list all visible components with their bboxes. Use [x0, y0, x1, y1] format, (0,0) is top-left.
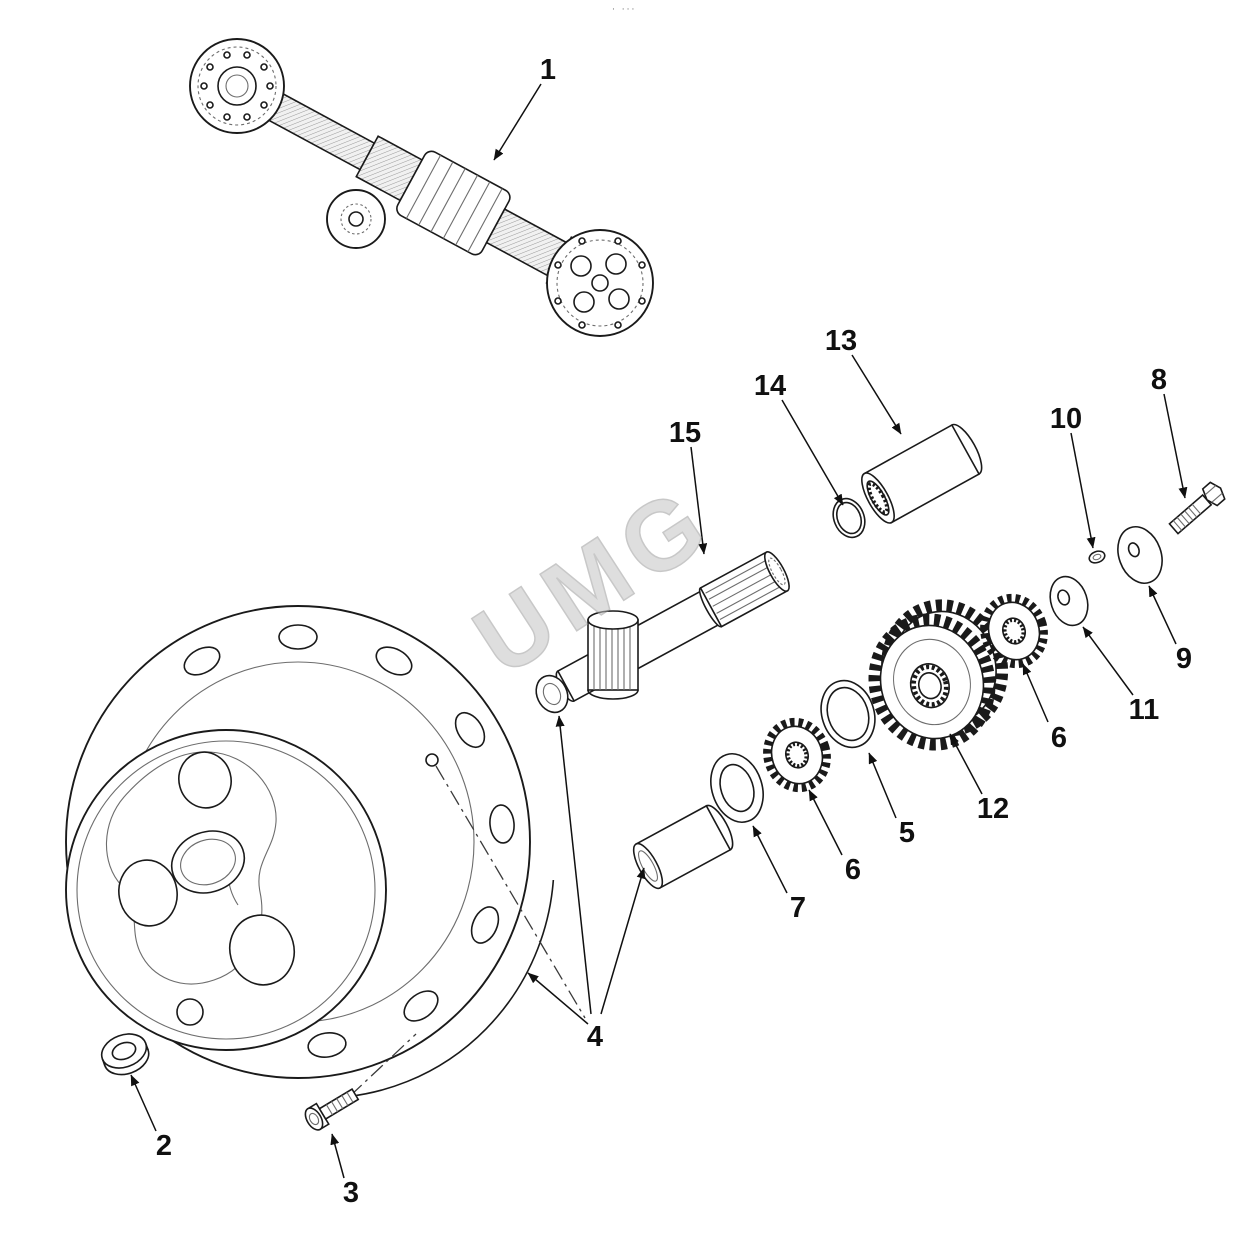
- part-screw: [304, 1088, 360, 1131]
- part-bushing: [861, 423, 983, 524]
- part-shaft-end-cap: [535, 674, 569, 714]
- part-washer-9: [1117, 526, 1163, 584]
- hub-plug-hole: [425, 753, 439, 767]
- part-nut: [1088, 550, 1106, 564]
- callout-label-8: 8: [1151, 364, 1167, 396]
- callout-label-6-right: 6: [1051, 722, 1067, 754]
- part-planet-gear-left: [763, 717, 831, 793]
- callout-label-7: 7: [790, 892, 806, 924]
- axle-bottom-cover: [326, 189, 386, 249]
- callout-label-10: 10: [1050, 403, 1082, 435]
- leader-4c: [600, 867, 646, 1015]
- callout-label-6-left: 6: [845, 854, 861, 886]
- part-pinion-gear: [587, 610, 639, 700]
- construction-line-hub: [435, 765, 586, 1019]
- callout-label-2: 2: [156, 1130, 172, 1162]
- leader-14: [781, 399, 844, 506]
- callout-label-4: 4: [587, 1021, 603, 1053]
- callout-label-12: 12: [977, 793, 1009, 825]
- leader-10: [1070, 432, 1096, 549]
- leader-11: [1082, 626, 1134, 696]
- axle-left-flange: [189, 38, 285, 134]
- callout-label-13: 13: [825, 325, 857, 357]
- part-snap-ring: [832, 497, 866, 539]
- part-bolt: [1168, 481, 1226, 535]
- part-thrust-washer: [710, 753, 764, 823]
- callout-label-3: 3: [343, 1177, 359, 1209]
- part-axle-assembly: [189, 38, 654, 337]
- callout-label-15: 15: [669, 417, 701, 449]
- axle-right-flange: [546, 229, 654, 337]
- part-retaining-ring: [820, 679, 876, 749]
- leader-12: [949, 733, 983, 795]
- leader-6-left: [808, 789, 843, 856]
- part-sun-gear: [868, 599, 1009, 751]
- hub-casting-web: [105, 751, 277, 985]
- part-hub-carrier: [65, 605, 555, 1098]
- leader-5: [868, 752, 897, 819]
- callout-label-1: 1: [540, 54, 556, 86]
- part-washer-11: [1049, 575, 1089, 627]
- leader-4b: [555, 715, 592, 1015]
- leader-2: [130, 1074, 157, 1132]
- leader-4a: [527, 972, 589, 1025]
- leader-15: [690, 446, 708, 555]
- leader-3: [330, 1133, 345, 1179]
- construction-line-screw: [349, 1033, 417, 1097]
- callout-label-9: 9: [1176, 643, 1192, 675]
- leader-1: [493, 83, 542, 161]
- leader-13: [851, 354, 902, 435]
- callout-label-14: 14: [754, 370, 786, 402]
- top-marks: · ···: [612, 5, 636, 15]
- part-planet-gear-right: [980, 593, 1048, 669]
- leader-7: [752, 825, 788, 894]
- callout-label-5: 5: [899, 817, 915, 849]
- part-planet-pin: [632, 804, 734, 890]
- leader-8: [1163, 393, 1188, 499]
- leader-6-right: [1022, 663, 1049, 723]
- callout-label-11: 11: [1129, 694, 1160, 726]
- part-plug: [100, 1033, 150, 1076]
- leader-9: [1148, 585, 1177, 645]
